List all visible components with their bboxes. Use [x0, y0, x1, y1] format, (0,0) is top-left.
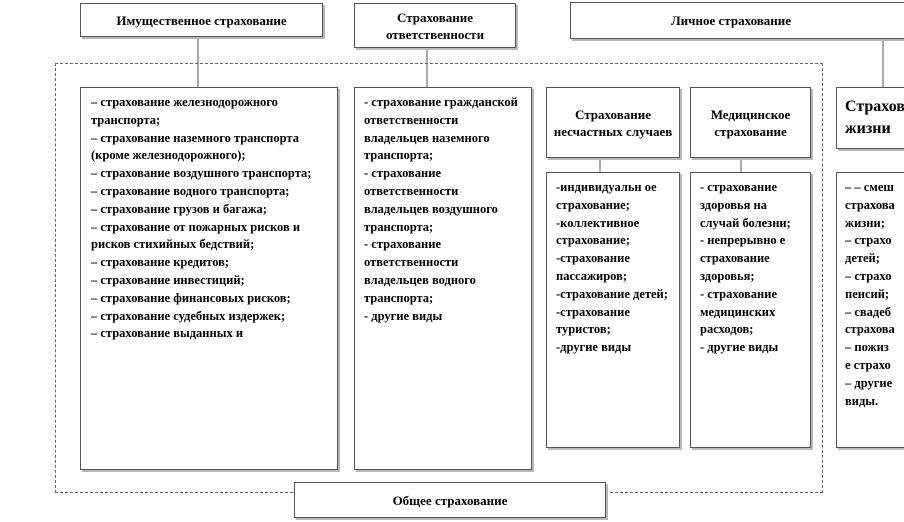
- header-accident-insurance: Страхование несчастных случаев: [546, 87, 680, 158]
- header-general-insurance: Общее страхование: [294, 482, 606, 518]
- header-life-insurance: Страхование жизни: [836, 87, 904, 149]
- header-personal-insurance: Личное страхование: [570, 2, 904, 39]
- list-item: е страхо: [845, 357, 891, 372]
- list-item: жизни;: [845, 215, 885, 230]
- list-item: – страхование инвестиций;: [91, 272, 245, 287]
- list-item: – страхование наземного транспорта (кром…: [91, 130, 299, 163]
- medical-insurance-box: - страхование здоровья на случай болезни…: [690, 172, 811, 448]
- property-insurance-list: – страхование железнодорожного транспорт…: [91, 94, 331, 343]
- list-item: – страхование судебных издержек;: [91, 308, 286, 323]
- list-item: - страхование ответственности владельцев…: [364, 166, 498, 234]
- list-item: - страхование здоровья на случай болезни…: [700, 180, 791, 230]
- list-item: страхова: [845, 322, 895, 337]
- list-item: – страхование кредитов;: [91, 255, 230, 270]
- header-liability-insurance: Страхование ответственности: [354, 3, 516, 48]
- list-item: -другие виды: [556, 340, 632, 355]
- liability-insurance-box: - страхование гражданской ответственност…: [354, 87, 532, 470]
- list-item: – страхование грузов и багажа;: [91, 201, 267, 216]
- life-insurance-list: – – смеш страхова жизни; – страхо детей;…: [845, 179, 904, 410]
- header-general-text: Общее страхование: [392, 492, 508, 508]
- list-item: - другие виды: [700, 340, 779, 355]
- list-item: – страхование финансовых рисков;: [91, 290, 291, 305]
- list-item: -индивидуальн ое страхование;: [556, 180, 657, 212]
- accident-insurance-box: -индивидуальн ое страхование; -коллектив…: [546, 172, 680, 448]
- list-item: – страхо: [845, 268, 892, 283]
- list-item: - страхование ответственности владельцев…: [364, 237, 476, 305]
- header-liability-text: Страхование ответственности: [385, 9, 485, 42]
- list-item: -страхование туристов;: [556, 304, 630, 337]
- header-property-insurance: Имущественное страхование: [80, 3, 323, 37]
- list-item: -страхование пассажиров;: [556, 251, 630, 283]
- list-item: – страхо: [845, 233, 892, 248]
- list-item: – свадеб: [845, 304, 892, 319]
- header-accident-text: Страхование несчастных случаев: [553, 106, 673, 139]
- list-item: -страхование детей;: [556, 286, 668, 301]
- header-medical-insurance: Медицинское страхование: [690, 87, 811, 158]
- list-item: – другие: [845, 375, 893, 390]
- header-property-text: Имущественное страхование: [116, 12, 287, 28]
- liability-insurance-list: - страхование гражданской ответственност…: [364, 94, 525, 325]
- property-insurance-box: – страхование железнодорожного транспорт…: [80, 87, 338, 470]
- list-item: пенсий;: [845, 286, 890, 301]
- list-item: - страхование гражданской ответственност…: [364, 95, 518, 163]
- list-item: – страхование водного транспорта;: [91, 183, 290, 198]
- list-item: – пожиз: [845, 340, 889, 355]
- header-medical-text: Медицинское страхование: [710, 106, 791, 139]
- list-item: - страхование медицинских расходов;: [700, 286, 777, 337]
- list-item: виды.: [845, 393, 879, 408]
- medical-insurance-list: - страхование здоровья на случай болезни…: [700, 179, 804, 357]
- list-item: - другие виды: [364, 308, 443, 323]
- list-item: страхова: [845, 197, 895, 212]
- list-item: – – смеш: [845, 180, 894, 194]
- list-item: – страхование от пожарных рисков и риско…: [91, 219, 301, 252]
- header-personal-text: Личное страхование: [671, 13, 792, 28]
- list-item: – страхование выданных и: [91, 326, 244, 341]
- life-insurance-box: – – смеш страхова жизни; – страхо детей;…: [836, 172, 904, 448]
- header-life-text: Страхование жизни: [845, 98, 904, 137]
- list-item: – страхование железнодорожного транспорт…: [91, 95, 278, 127]
- accident-insurance-list: -индивидуальн ое страхование; -коллектив…: [556, 179, 674, 357]
- list-item: - непрерывно е страхование здоровья;: [700, 233, 786, 283]
- list-item: детей;: [845, 251, 880, 266]
- list-item: -коллективное страхование;: [556, 215, 640, 248]
- list-item: – страхование воздушного транспорта;: [91, 166, 312, 181]
